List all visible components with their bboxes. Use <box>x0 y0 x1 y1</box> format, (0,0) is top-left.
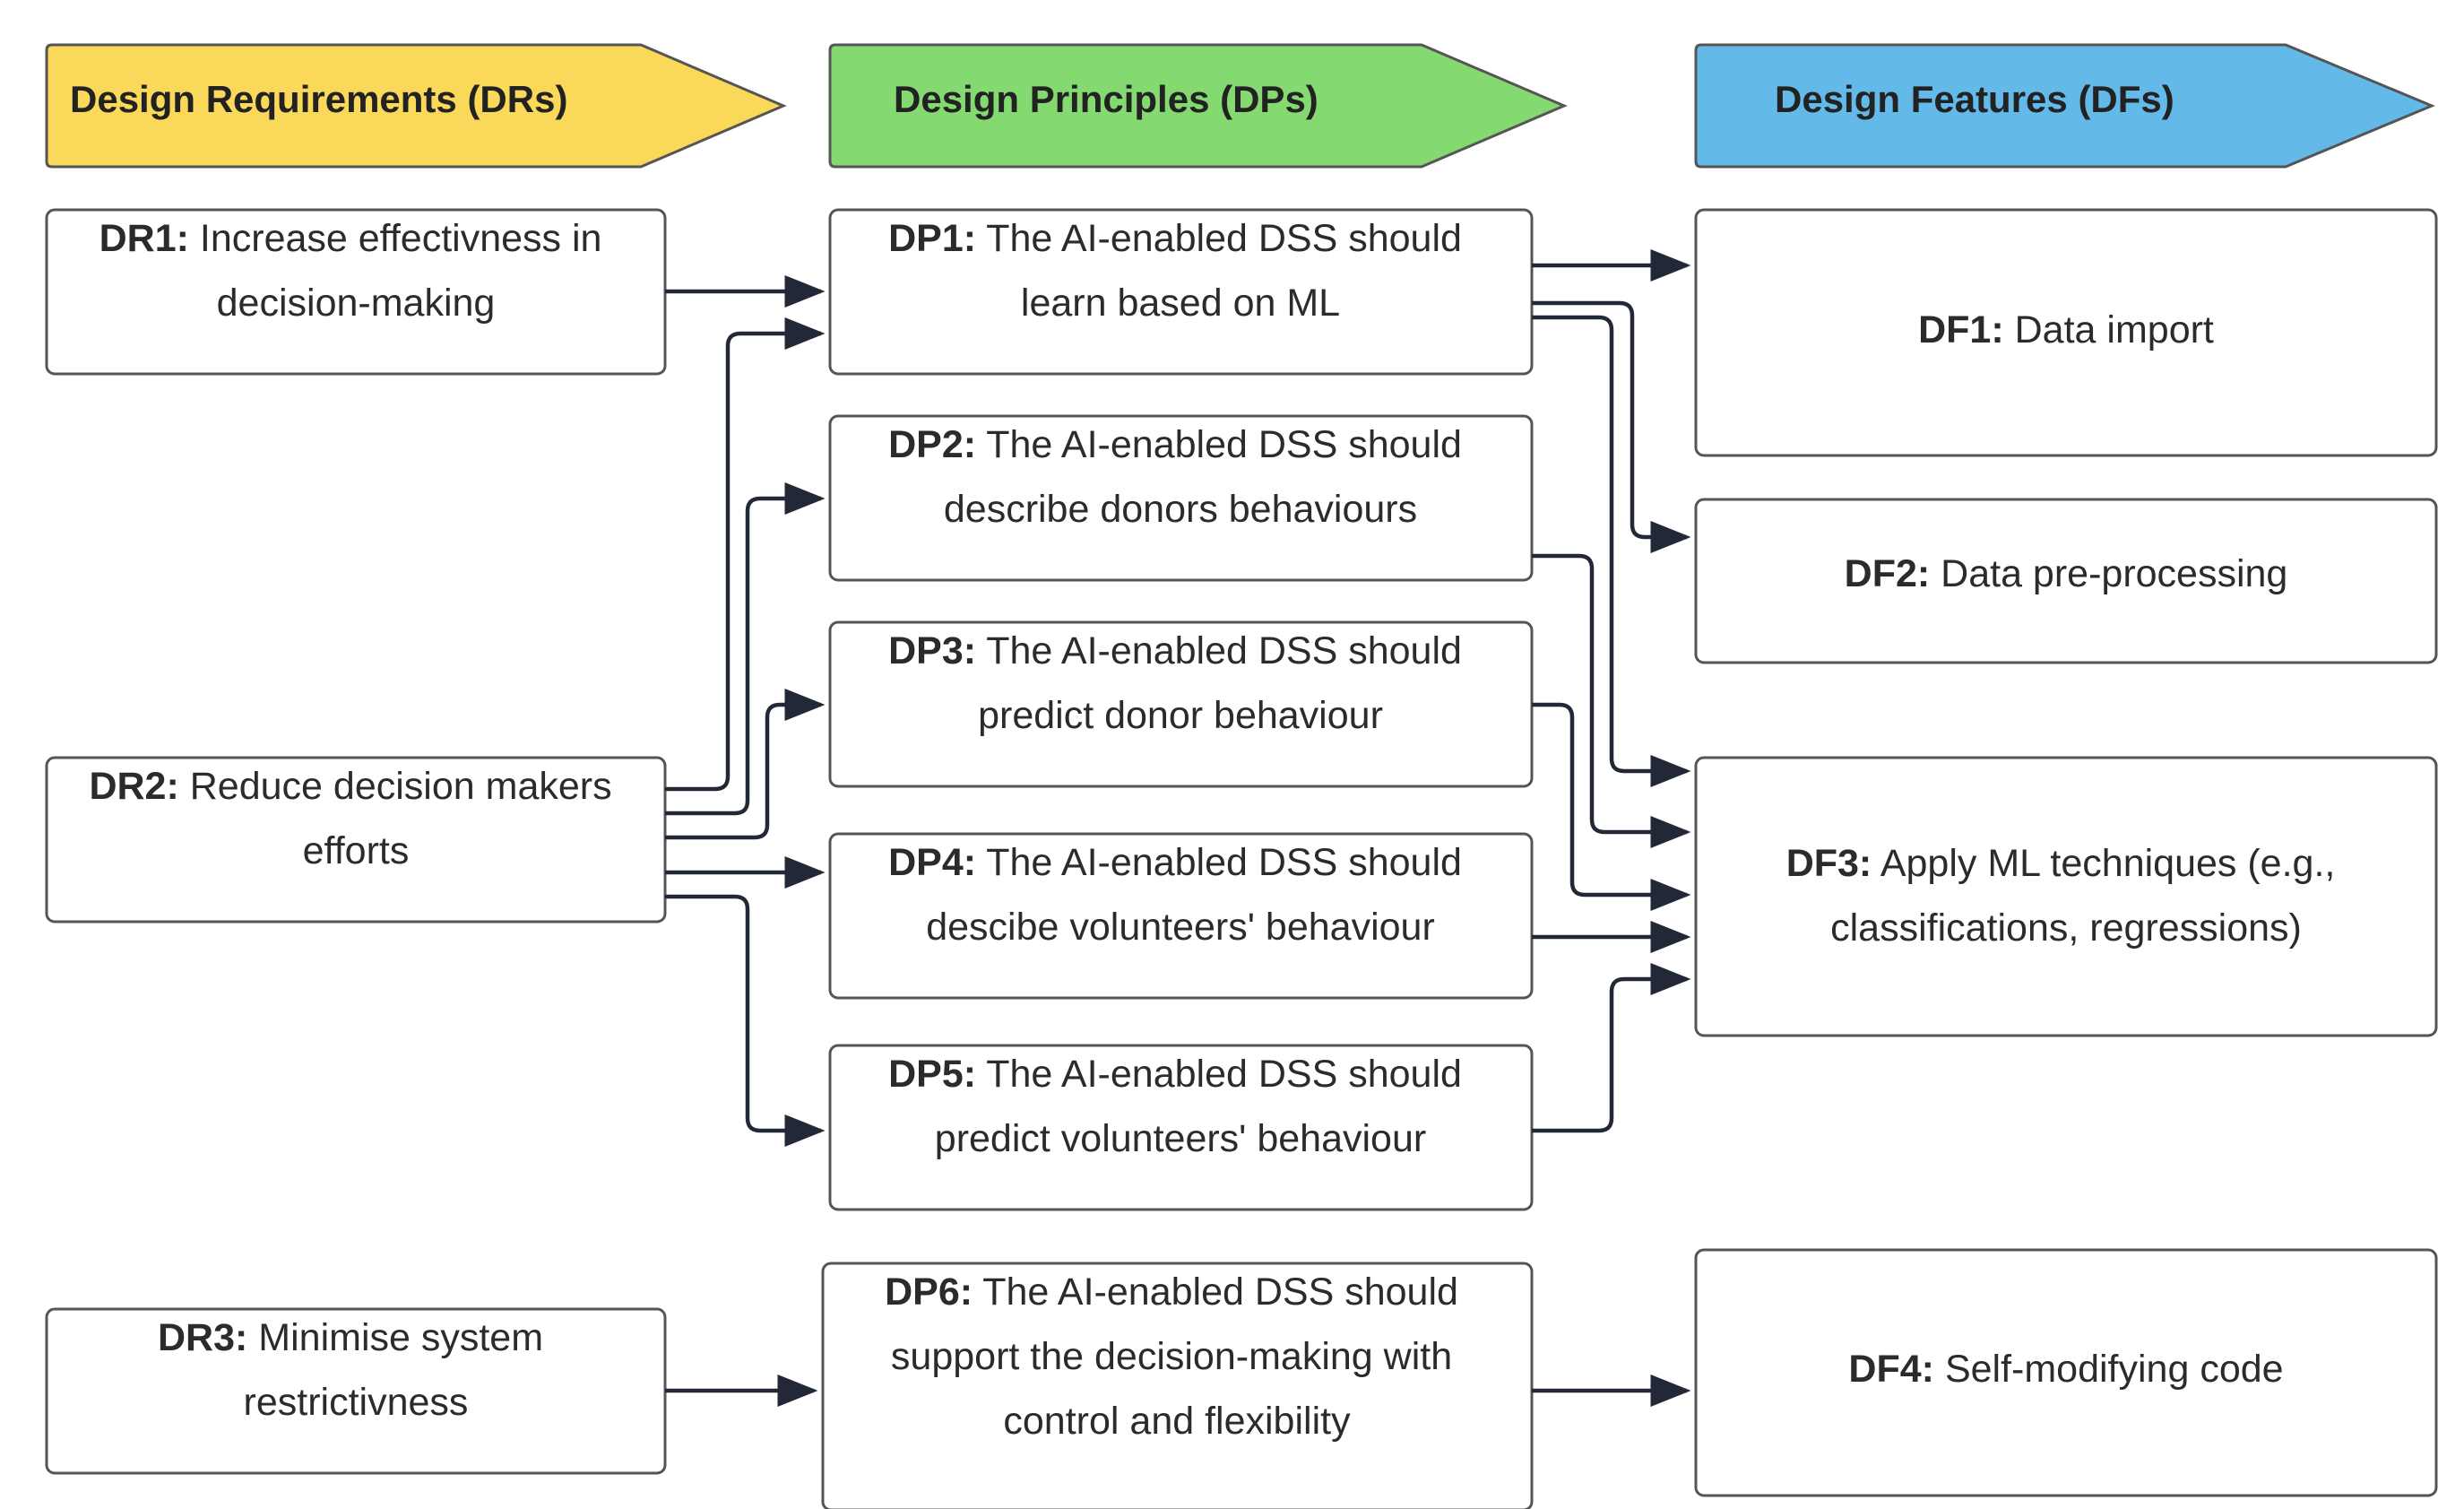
arrow-dp5-df3 <box>1532 963 1691 1133</box>
box-line: efforts <box>303 829 410 872</box>
box-dp3: DP3: The AI-enabled DSS should predict d… <box>828 620 1534 788</box>
box-id: DP4: <box>888 841 976 884</box>
box-line: descibe volunteers' behaviour <box>926 906 1435 949</box>
header-shape <box>1694 43 2435 169</box>
box-id: DF2: <box>1845 552 1931 595</box>
header-shape <box>828 43 1568 169</box>
arrow-dr2-dp1 <box>665 317 826 792</box>
box-line: The AI-enabled DSS should <box>986 841 1462 884</box>
box-id: DP1: <box>888 217 976 260</box>
box-id: DP2: <box>888 423 976 466</box>
header-label: Design Features (DFs) <box>1775 78 2174 120</box>
box-line: support the decision-making with <box>891 1335 1452 1378</box>
box-line: Reduce decision makers <box>190 765 612 808</box>
arrow-dp1-df2 <box>1532 300 1691 553</box>
box-id: DR1: <box>99 217 189 260</box>
header-label: Design Requirements (DRs) <box>70 78 567 120</box>
box-id: DP6: <box>885 1271 973 1314</box>
box-line: predict donor behaviour <box>978 694 1383 737</box>
box-line: The AI-enabled DSS should <box>982 1271 1458 1314</box>
connectors <box>665 249 1691 1407</box>
box-id: DF4: <box>1848 1348 1934 1391</box>
box-line: The AI-enabled DSS should <box>986 629 1462 672</box>
box-line: classifications, regressions) <box>1830 906 2302 950</box>
box-df3: DF3: Apply ML techniques (e.g., classifi… <box>1694 756 2438 1037</box>
box-df1: DF1: Data import <box>1694 208 2438 457</box>
box-line: Data import <box>2015 308 2214 351</box>
svg-text:DR2: Reduce decision makers: DR2: Reduce decision makers efforts <box>89 765 622 872</box>
arrow-dr2-dp5 <box>665 894 826 1147</box>
box-line: Data pre-processing <box>1941 552 2287 595</box>
box-line: Increase effectivness in <box>200 217 602 260</box>
box-dr2: DR2: Reduce decision makers efforts <box>45 756 667 924</box>
box-dr1: DR1: Increase effectivness in decision-m… <box>45 208 667 376</box>
svg-text:DF4: Self-modifying code: DF4: Self-modifying code <box>1848 1348 2283 1391</box>
box-line: restrictivness <box>244 1381 469 1424</box>
svg-text:DP1: The AI-enabled DSS should: DP1: The AI-enabled DSS should learn bas… <box>888 217 1473 325</box>
arrow-dp1-df3 <box>1532 315 1691 787</box>
svg-text:DP6: The AI-enabled DSS should: DP6: The AI-enabled DSS should support t… <box>885 1271 1469 1443</box>
box-line: Apply ML techniques (e.g., <box>1880 842 2336 885</box>
box-line: Self-modifying code <box>1945 1348 2284 1391</box>
box-line: learn based on ML <box>1021 282 1340 325</box>
box-dp6: DP6: The AI-enabled DSS should support t… <box>821 1262 1534 1509</box>
arrow-dr2-dp2 <box>665 482 826 816</box>
box-dp1: DP1: The AI-enabled DSS should learn bas… <box>828 208 1534 376</box>
box-dp2: DP2: The AI-enabled DSS should describe … <box>828 414 1534 582</box>
box-dr3: DR3: Minimise system restrictivness <box>45 1307 667 1475</box>
box-line: describe donors behaviours <box>944 488 1417 531</box>
box-id: DP3: <box>888 629 976 672</box>
svg-text:DP5: The AI-enabled DSS should: DP5: The AI-enabled DSS should predict v… <box>888 1053 1473 1160</box>
header-design-features: Design Features (DFs) <box>1694 43 2435 169</box>
svg-text:DP4: The AI-enabled DSS should: DP4: The AI-enabled DSS should descibe v… <box>888 841 1473 949</box>
svg-text:DR3: Minimise system res: DR3: Minimise system restrictivness <box>158 1316 554 1424</box>
box-line: decision-making <box>217 282 496 325</box>
header-shape <box>45 43 787 169</box>
box-line: Minimise system <box>258 1316 543 1359</box>
box-line: control and flexibility <box>1003 1400 1351 1443</box>
box-df4: DF4: Self-modifying code <box>1694 1248 2438 1497</box>
arrow-dp2-df3 <box>1532 553 1691 848</box>
box-line: The AI-enabled DSS should <box>986 217 1462 260</box>
header-design-principles: Design Principles (DPs) <box>828 43 1568 169</box>
box-line: The AI-enabled DSS should <box>986 423 1462 466</box>
box-line: predict volunteers' behaviour <box>935 1117 1426 1160</box>
box-id: DF3: <box>1786 842 1872 885</box>
box-line: The AI-enabled DSS should <box>986 1053 1462 1096</box>
header-design-requirements: Design Requirements (DRs) <box>45 43 787 169</box>
box-df2: DF2: Data pre-processing <box>1694 498 2438 664</box>
svg-text:DP2: The AI-enabled DSS should: DP2: The AI-enabled DSS should describe … <box>888 423 1473 531</box>
svg-text:DF3: Apply ML techniques (e.g.: DF3: Apply ML techniques (e.g., classifi… <box>1786 842 2347 950</box>
arrow-dr2-dp3 <box>665 689 826 840</box>
svg-text:DF2: Data pre-processing: DF2: Data pre-processing <box>1845 552 2288 595</box>
box-id: DF1: <box>1918 308 2004 351</box>
box-id: DR3: <box>158 1316 247 1359</box>
svg-text:DR1: Increase effectivness in: DR1: Increase effectivness in decision-m… <box>99 217 613 325</box>
header-label: Design Principles (DPs) <box>894 78 1318 120</box>
box-dp4: DP4: The AI-enabled DSS should descibe v… <box>828 832 1534 1000</box>
svg-text:DP3: The AI-enabled DSS should: DP3: The AI-enabled DSS should predict d… <box>888 629 1473 737</box>
box-dp5: DP5: The AI-enabled DSS should predict v… <box>828 1044 1534 1211</box>
arrow-dp3-df3 <box>1532 702 1691 911</box>
svg-text:DF1: Data import: DF1: Data import <box>1918 308 2214 351</box>
box-id: DR2: <box>89 765 178 808</box>
box-id: DP5: <box>888 1053 976 1096</box>
